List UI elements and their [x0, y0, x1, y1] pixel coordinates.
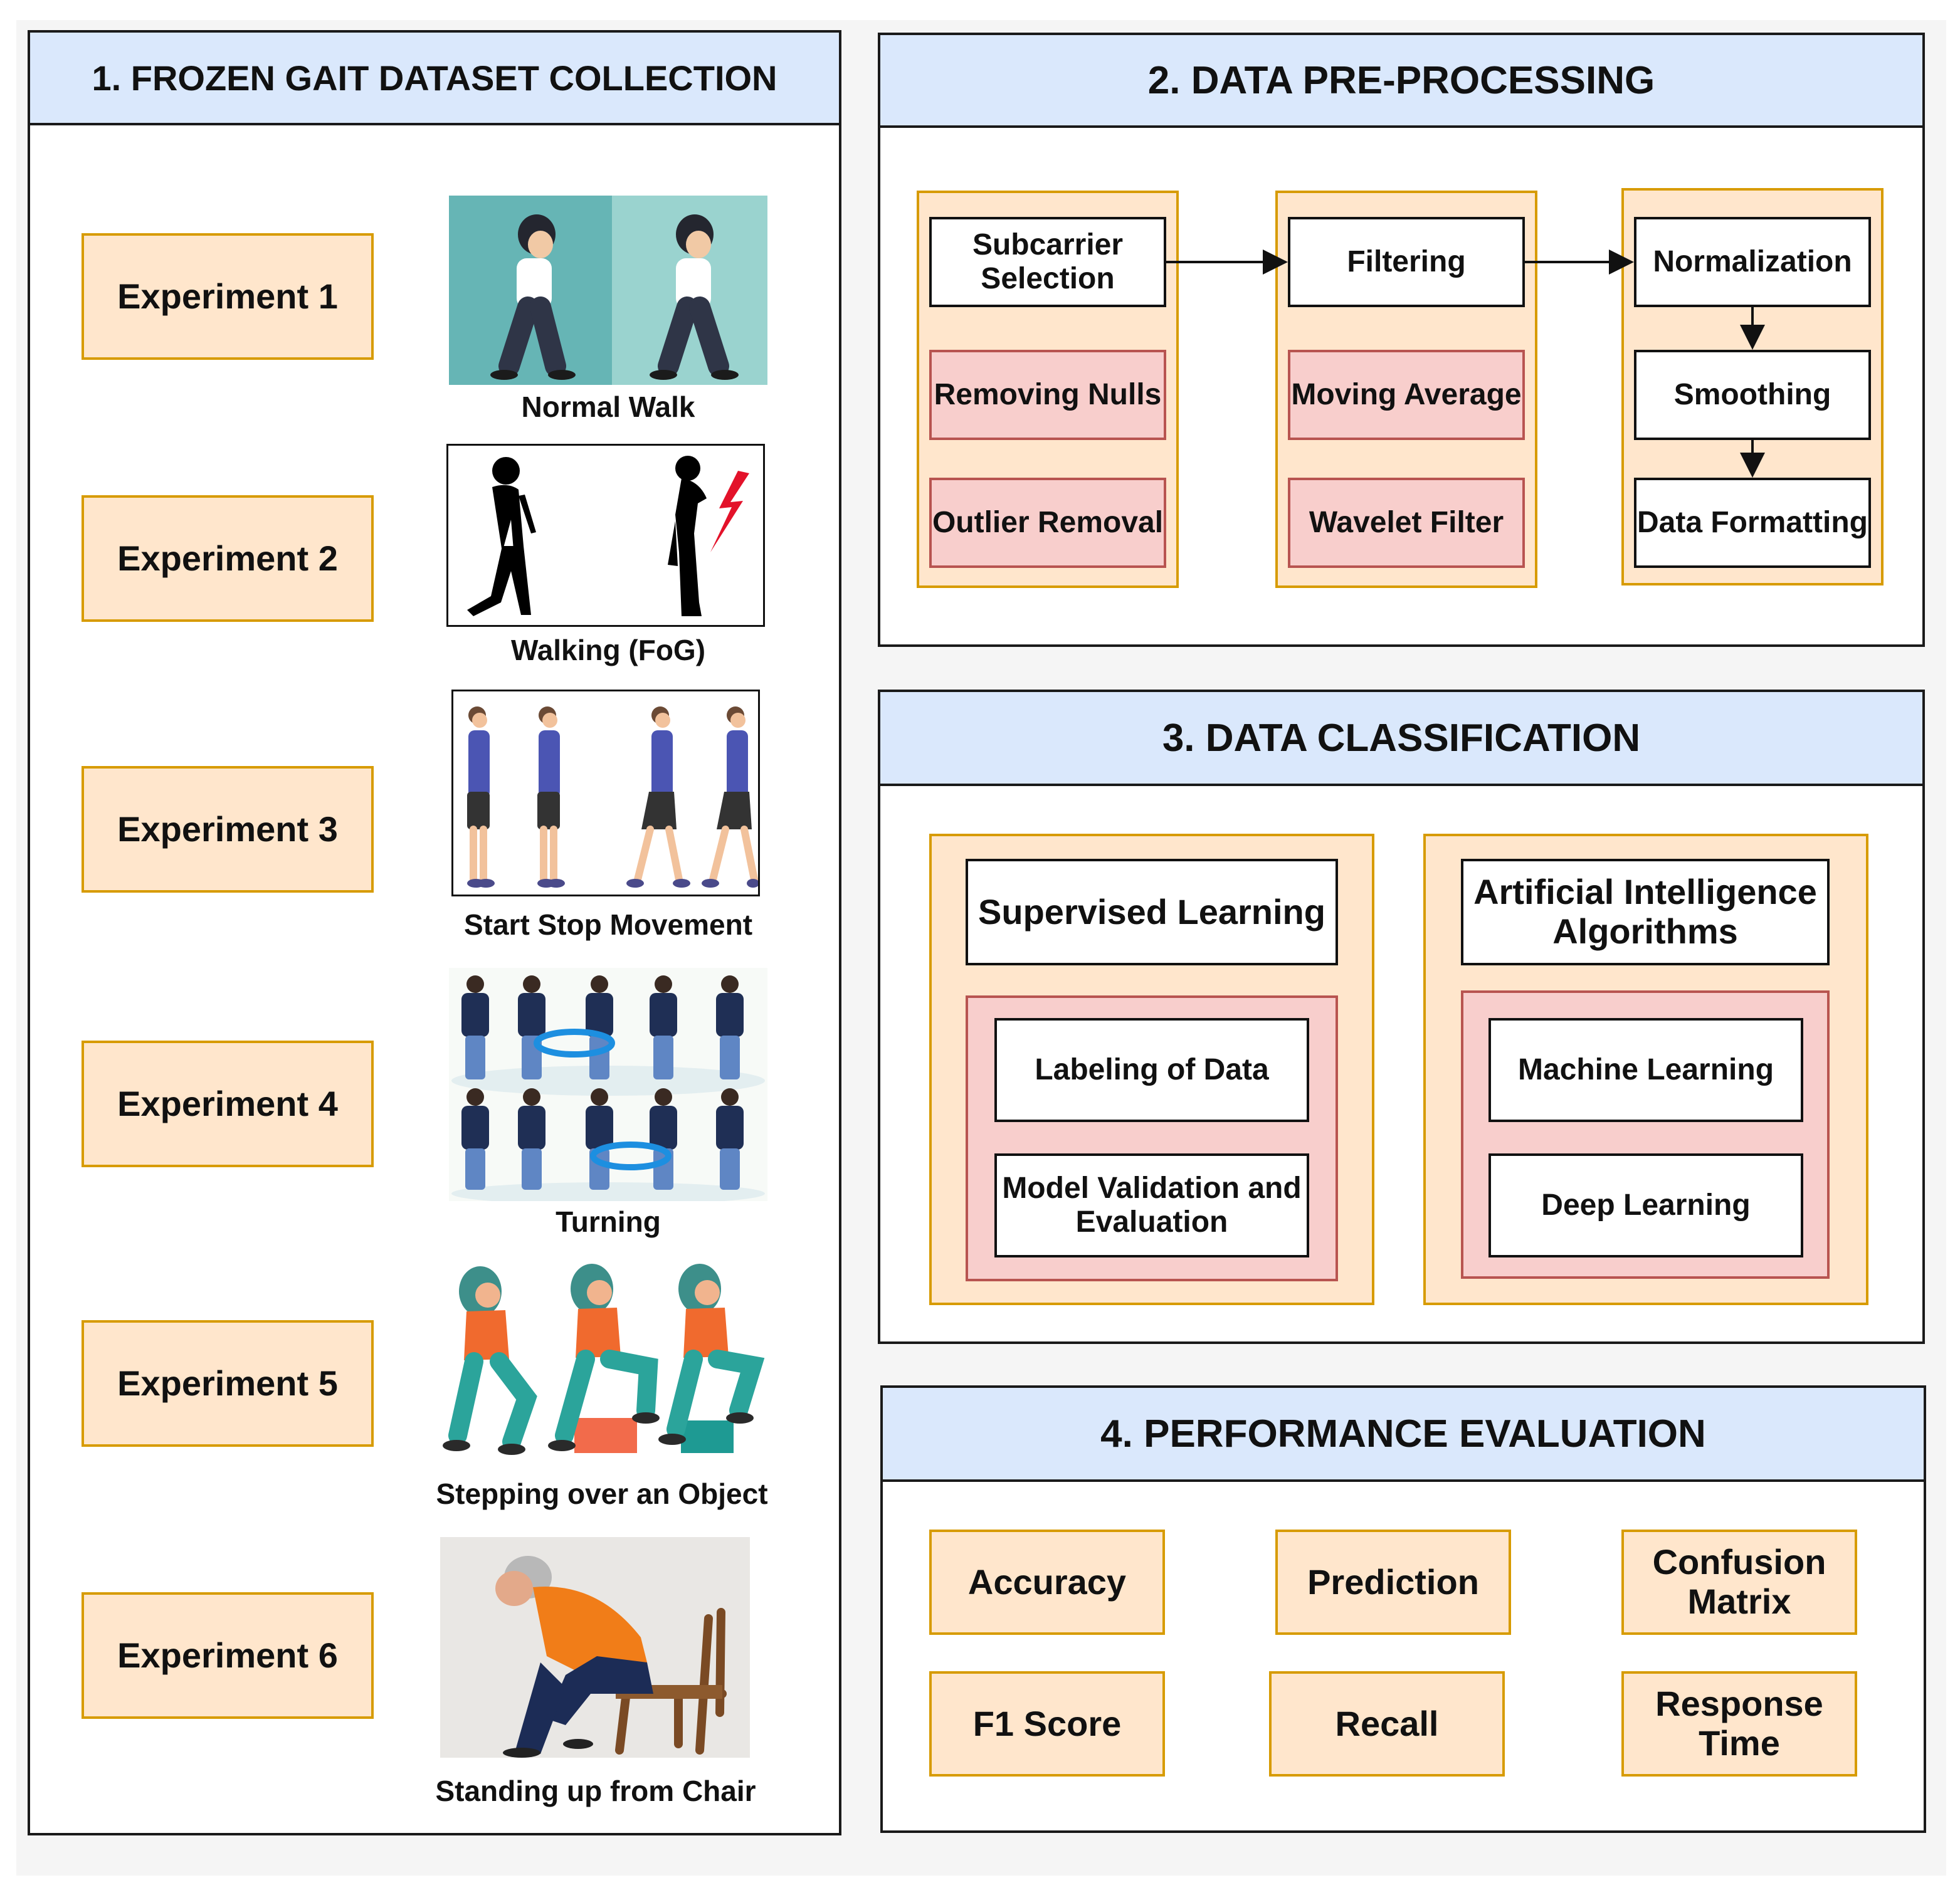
experiment-5-box: Experiment 5: [82, 1320, 374, 1447]
labeling-of-data-box: Labeling of Data: [994, 1018, 1309, 1122]
moving-average-box: Moving Average: [1288, 350, 1525, 440]
experiment-4-box: Experiment 4: [82, 1041, 374, 1167]
turning-caption: Turning: [556, 1205, 661, 1238]
start-stop-caption: Start Stop Movement: [463, 908, 753, 941]
model-validation-box: Model Validation and Evaluation: [994, 1153, 1309, 1257]
stepping-over-object-caption: Stepping over an Object: [436, 1478, 768, 1510]
prediction-box: Prediction: [1275, 1530, 1511, 1635]
start-stop-illustration: [451, 690, 760, 896]
standing-up-from-chair-caption: Standing up from Chair: [435, 1775, 756, 1807]
turning-illustration: [449, 968, 767, 1201]
experiment-3-box: Experiment 3: [82, 766, 374, 893]
outlier-removal-box: Outlier Removal: [929, 478, 1166, 568]
panel-2-title: 2. DATA PRE-PROCESSING: [880, 35, 1922, 128]
wavelet-filter-box: Wavelet Filter: [1288, 478, 1525, 568]
removing-nulls-box: Removing Nulls: [929, 350, 1166, 440]
deep-learning-box: Deep Learning: [1488, 1153, 1803, 1257]
normal-walk-illustration: [449, 196, 767, 385]
accuracy-box: Accuracy: [929, 1530, 1165, 1635]
normal-walk-caption: Normal Walk: [521, 391, 695, 423]
confusion-matrix-box: Confusion Matrix: [1621, 1530, 1857, 1635]
subcarrier-selection-box: Subcarrier Selection: [929, 217, 1166, 307]
normalization-box: Normalization: [1634, 217, 1871, 307]
f1-score-box: F1 Score: [929, 1671, 1165, 1777]
ai-algorithms-box: Artificial Intelligence Algorithms: [1461, 859, 1830, 965]
experiment-6-box: Experiment 6: [82, 1592, 374, 1719]
stepping-over-object-illustration: [439, 1254, 777, 1462]
smoothing-box: Smoothing: [1634, 350, 1871, 440]
data-formatting-box: Data Formatting: [1634, 478, 1871, 568]
walking-fog-caption: Walking (FoG): [510, 634, 706, 666]
panel-4-title: 4. PERFORMANCE EVALUATION: [883, 1388, 1924, 1482]
supervised-learning-box: Supervised Learning: [966, 859, 1338, 965]
panel-1-title: 1. FROZEN GAIT DATASET COLLECTION: [30, 33, 839, 125]
walking-fog-illustration: [446, 444, 765, 627]
experiment-1-box: Experiment 1: [82, 233, 374, 360]
machine-learning-box: Machine Learning: [1488, 1018, 1803, 1122]
filtering-box: Filtering: [1288, 217, 1525, 307]
experiment-2-box: Experiment 2: [82, 495, 374, 622]
recall-box: Recall: [1269, 1671, 1505, 1777]
panel-3-title: 3. DATA CLASSIFICATION: [880, 692, 1922, 786]
standing-up-from-chair-illustration: [440, 1537, 750, 1758]
response-time-box: Response Time: [1621, 1671, 1857, 1777]
